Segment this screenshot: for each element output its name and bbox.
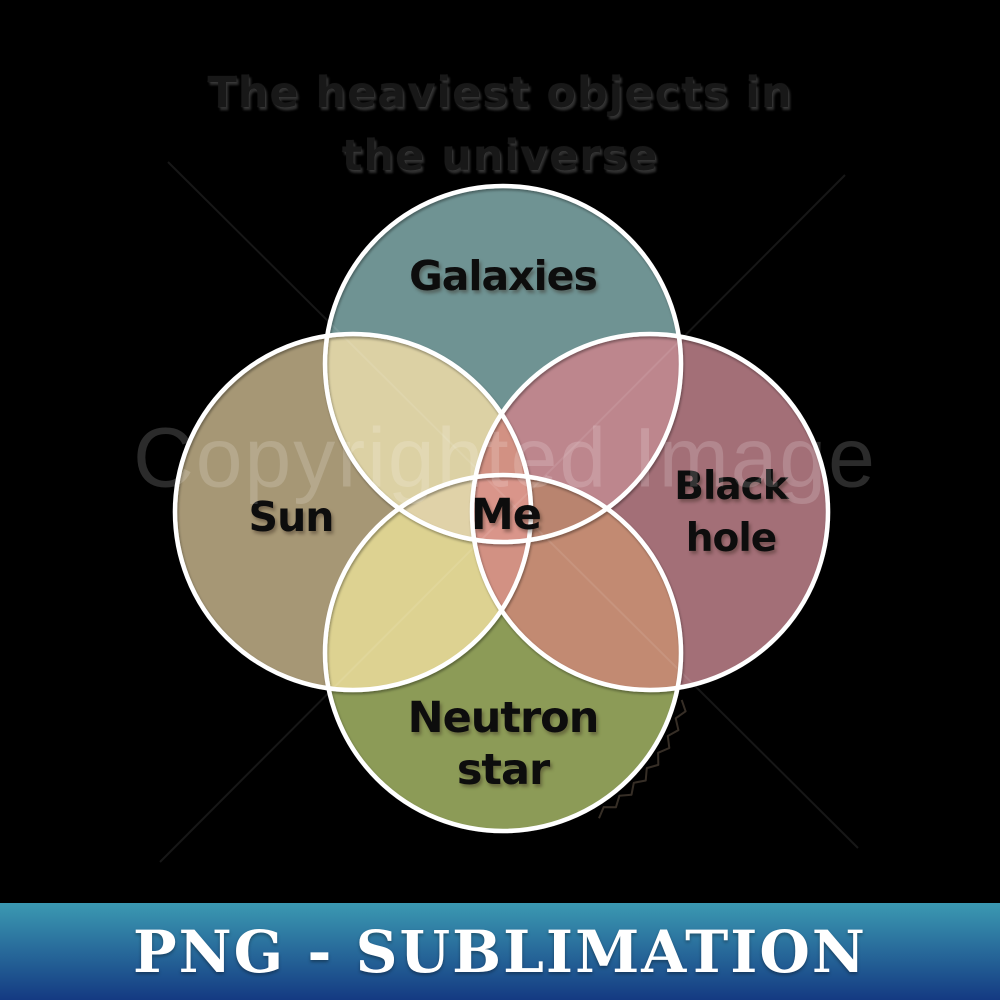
artist-signature (598, 699, 687, 819)
label-neutron-star: Neutron star (407, 692, 600, 796)
title-line-1: The heaviest objects in (207, 68, 793, 118)
label-black-hole-line2: hole (685, 516, 777, 561)
label-black-hole-line1: Black (674, 464, 788, 509)
banner-background (0, 903, 1000, 1000)
page-title: The heaviest objects in the universe (0, 62, 1000, 188)
outline-black-hole (469, 331, 831, 693)
label-neutron-star-line2: star (456, 745, 550, 795)
banner-text: PNG - SUBLIMATION (133, 917, 867, 986)
label-me-center: Me (471, 490, 542, 540)
outline-sun (172, 331, 534, 693)
title-line-2: the universe (341, 131, 659, 181)
outline-galaxies (322, 183, 684, 545)
label-galaxies: Galaxies (409, 252, 598, 300)
label-sun: Sun (248, 493, 335, 541)
bottom-banner: PNG - SUBLIMATION (0, 903, 1000, 1000)
outline-neutron-star (322, 472, 684, 834)
watermark-diagonal-lines (159, 161, 859, 863)
label-neutron-star-line1: Neutron (407, 693, 600, 743)
label-black-hole: Black hole (674, 461, 788, 565)
